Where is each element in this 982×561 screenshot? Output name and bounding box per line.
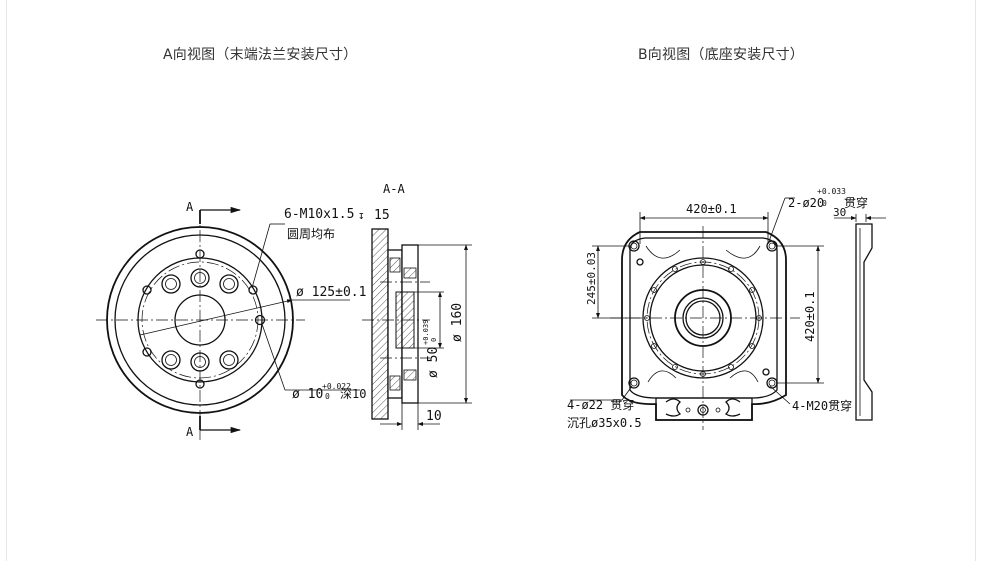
dowel-note-label: 贯穿 [844, 195, 868, 210]
pin-tol-upper: +0.022 [322, 382, 351, 391]
section-mark-top: A [186, 200, 194, 214]
pilot-tol-lower: 0 [430, 338, 438, 342]
pin-hole-label: ø 10 [292, 387, 323, 402]
pilot-dia-label: ø 50 [426, 347, 441, 378]
offset-dim-label: 245±0.03 [585, 252, 598, 305]
pin-depth-label: 深10 [340, 387, 366, 401]
section-aa [362, 228, 472, 430]
dowel-tol-upper: +0.033 [817, 187, 846, 196]
left-frame-border [6, 0, 7, 561]
pilot-tol-upper: +0.039 [422, 320, 430, 345]
height-dim-label: 420±0.1 [803, 291, 817, 342]
dowel-holes-label: 2-ø20 [788, 196, 824, 210]
width-dim-label: 420±0.1 [686, 202, 737, 216]
view-a-title: A向视图（末端法兰安装尺寸） [163, 47, 358, 63]
view-a-flange: A A [96, 200, 360, 440]
tapped-depth-label: 15 [374, 208, 390, 223]
tapped-holes-label: 6-M10x1.5 [284, 207, 354, 222]
right-frame-border [975, 0, 976, 561]
side-thickness-label: 30 [833, 206, 846, 219]
tapped-note-label: 圆周均布 [287, 227, 335, 241]
tapped-holes-b-label: 4-M20贯穿 [792, 398, 852, 413]
view-b-title: B向视图（底座安装尺寸） [638, 47, 805, 63]
outer-dia-label: ø 160 [450, 303, 465, 342]
pcd-label: ø 125±0.1 [296, 285, 366, 300]
view-b-base [570, 197, 824, 430]
depth-symbol: ↧ [358, 209, 365, 222]
base-outline [621, 231, 787, 421]
section-title: A-A [383, 182, 405, 196]
base-side-profile [834, 214, 886, 421]
tapped-hole-group [161, 268, 239, 372]
pin-hole [254, 314, 266, 326]
dowel-tol-lower: 0 [822, 199, 827, 208]
mount-holes-label: 4-ø22 贯穿 [567, 397, 634, 412]
pin-tol-lower: 0 [325, 392, 330, 401]
counterbore-label: 沉孔ø35x0.5 [567, 416, 642, 430]
section-mark-bottom: A [186, 425, 194, 439]
flange-thickness-label: 10 [426, 409, 442, 424]
